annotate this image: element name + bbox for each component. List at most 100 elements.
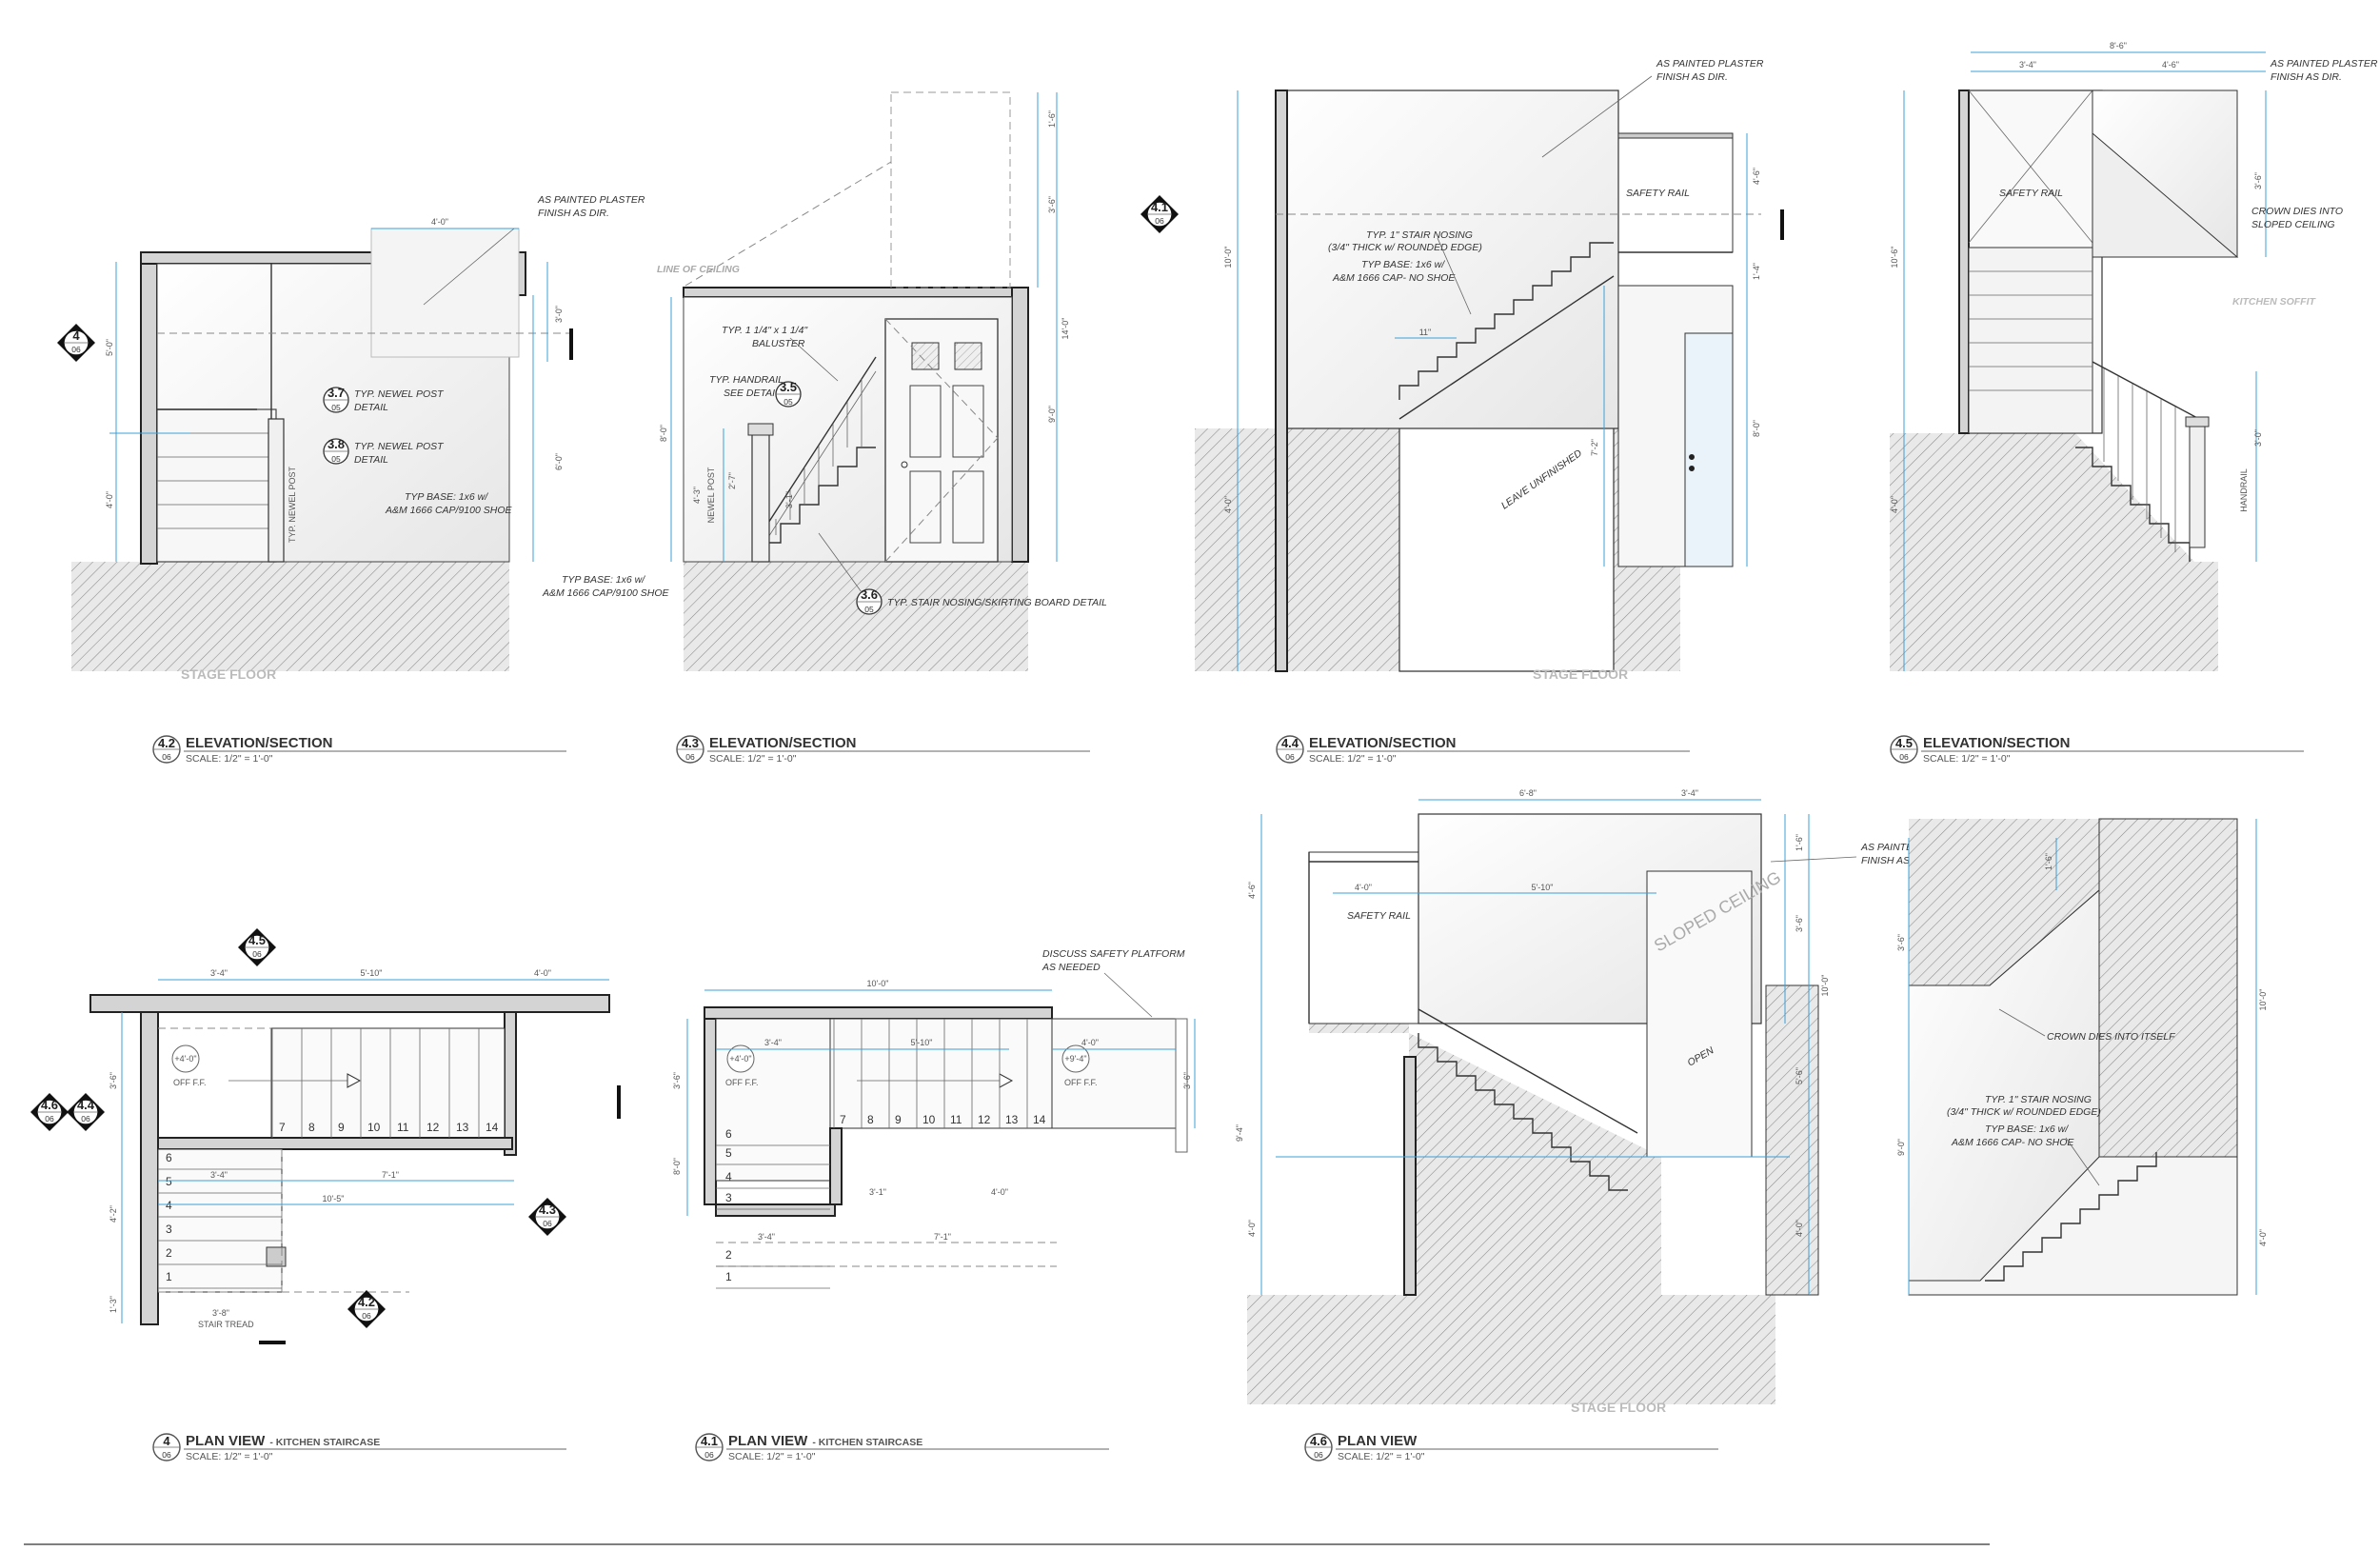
door-panel-2 <box>952 385 984 458</box>
dim-4-0: 4'-0" <box>1223 496 1233 513</box>
marker-4-2-sheet: 06 <box>362 1311 371 1321</box>
marker-4-4-label: 4.4 <box>77 1098 95 1112</box>
bottom-wall <box>715 1203 836 1217</box>
newel-cap <box>747 423 774 436</box>
left-wall <box>1275 89 1288 672</box>
elev-4-bubble <box>726 1044 755 1073</box>
title-number: 4.3 <box>682 736 699 750</box>
door-knob-2 <box>1689 466 1695 471</box>
dim-1-4: 1'-4" <box>1752 263 1761 280</box>
tread-number: 5 <box>725 1146 732 1160</box>
dim-6-0: 6'-0" <box>554 453 564 470</box>
note-baluster-2: BALUSTER <box>752 338 805 349</box>
dim-9-4: 9'-4" <box>1235 1124 1244 1142</box>
note-plaster-2: FINISH AS DIR. <box>2271 71 2342 83</box>
dim-3-4: 3'-4" <box>1681 788 1698 798</box>
elev-4: +4'-0" <box>174 1054 196 1064</box>
dim-5-6: 5'-6" <box>1795 1067 1804 1084</box>
left-wall <box>704 1018 717 1205</box>
tread-number: 14 <box>1033 1113 1046 1126</box>
dim-3-4-b: 3'-4" <box>210 1170 228 1180</box>
door-panel-1 <box>909 385 942 458</box>
upper-flight <box>829 1018 1055 1129</box>
dim-3-6: 3'-6" <box>2253 172 2263 189</box>
sloped-ceiling <box>2092 131 2239 258</box>
handrail <box>761 356 877 534</box>
stair-hatch <box>1309 1024 1661 1295</box>
tread-number: 5 <box>166 1175 172 1188</box>
note-nosing-skirt: TYP. STAIR NOSING/SKIRTING BOARD DETAIL <box>887 597 1107 608</box>
tread-number: 9 <box>338 1121 345 1134</box>
kitchen-soffit: KITCHEN SOFFIT <box>2232 296 2316 308</box>
title-text: ELEVATION/SECTION <box>186 735 332 751</box>
tread-number: 2 <box>166 1246 172 1260</box>
dim-8-6: 8'-6" <box>2110 41 2127 50</box>
marker-4-label: 4 <box>72 328 80 343</box>
tread-number: 12 <box>426 1121 440 1134</box>
dim-4-0: 4'-0" <box>1355 883 1372 892</box>
newel-post <box>2189 423 2206 548</box>
detail-3-5-label: 3.5 <box>780 380 797 394</box>
note-newel-1: TYP. NEWEL POST <box>354 388 445 400</box>
tread-number: 4 <box>166 1199 172 1212</box>
dim-4-0: 4'-0" <box>1890 496 1899 513</box>
handrail <box>2092 361 2200 420</box>
tread-number: 3 <box>166 1223 172 1236</box>
tread-number: 13 <box>456 1121 469 1134</box>
tread-number: 12 <box>978 1113 991 1126</box>
marker-4-1-sheet: 06 <box>1155 216 1164 226</box>
detail-3-7-label: 3.7 <box>327 386 345 400</box>
detail-3-8-label: 3.8 <box>327 437 345 451</box>
door-lite-right <box>954 342 982 370</box>
dim-7-1: 7'-1" <box>382 1170 399 1180</box>
dim-10-0: 10'-0" <box>1820 975 1830 997</box>
tread-number: 9 <box>895 1113 902 1126</box>
safety-rail-top <box>1617 132 1734 139</box>
dim-8-0: 8'-0" <box>1752 420 1761 437</box>
dim-5-10: 5'-10" <box>361 968 383 978</box>
dim-10-0: 10'-0" <box>1223 247 1233 268</box>
title-scale: SCALE: 1/2" = 1'-0" <box>709 753 797 765</box>
dim-5-10: 5'-10" <box>1532 883 1554 892</box>
top-wall <box>704 1006 1053 1020</box>
title-sheet: 06 <box>1899 752 1909 762</box>
title-text: ELEVATION/SECTION <box>709 735 856 751</box>
tread-number: 8 <box>308 1121 315 1134</box>
note-crown-1: CROWN DIES INTO <box>2251 206 2343 217</box>
floor-hatch <box>684 562 1028 671</box>
upper-flight <box>270 1027 506 1139</box>
tread-number: 14 <box>486 1121 499 1134</box>
dim-3-6: 3'-6" <box>1795 915 1804 932</box>
dim-4-0: 4'-0" <box>1081 1038 1099 1047</box>
elev-4-bubble <box>171 1044 200 1073</box>
drawing-4-6: 6'-8" 3'-4" 4'-0" 5'-10" 4'-6" 4'-0" 9'-… <box>1235 788 1969 1415</box>
tread-number: 7 <box>279 1121 286 1134</box>
newel-post-plan <box>266 1246 287 1267</box>
title-scale: SCALE: 1/2" = 1'-0" <box>1923 753 2011 765</box>
right-jamb <box>504 1011 517 1156</box>
note-discuss-1: DISCUSS SAFETY PLATFORM <box>1042 948 1185 960</box>
newel-cap <box>2185 416 2210 428</box>
note-nosing-1: TYP. 1" STAIR NOSING <box>1985 1094 2092 1105</box>
stage-floor-label: STAGE FLOOR <box>1533 666 1628 682</box>
marker-4-4-sheet: 06 <box>81 1114 90 1123</box>
stage-floor-label: STAGE FLOOR <box>1571 1400 1666 1415</box>
ceiling-slab <box>683 287 1018 298</box>
marker-4-6-sheet: 06 <box>45 1114 54 1123</box>
marker-4-6-label: 4.6 <box>41 1098 58 1112</box>
newel-post <box>751 432 770 563</box>
note-newel-post-v: NEWEL POST <box>706 467 716 523</box>
dim-14-0: 14'-0" <box>1061 318 1070 340</box>
note-base-cap-b: A&M 1666 CAP/9100 SHOE <box>542 587 669 599</box>
elev-9-bubble <box>1061 1044 1090 1073</box>
note-base-cap: A&M 1666 CAP/9100 SHOE <box>385 505 512 516</box>
dim-10-6: 10'-6" <box>1890 247 1899 268</box>
note-plaster-2: FINISH AS DIR. <box>1656 71 1728 83</box>
note-nosing-2: (3/4" THICK w/ ROUNDED EDGE) <box>1328 242 1482 253</box>
tread-number: 11 <box>950 1113 962 1126</box>
right-wall <box>1011 287 1029 563</box>
door-leaf <box>1684 332 1734 567</box>
